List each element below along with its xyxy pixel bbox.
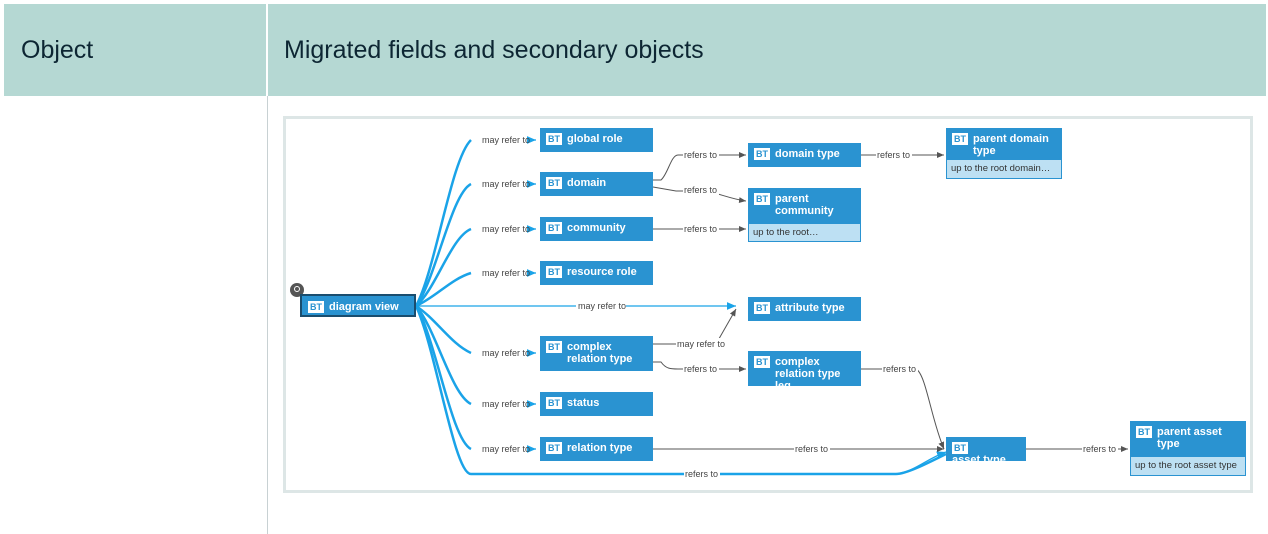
edge-label-parent-community: refers to	[684, 185, 717, 195]
node-label: attribute type	[775, 302, 845, 314]
edge-label-community: may refer to	[482, 224, 530, 234]
column-header-object: Object	[4, 4, 267, 96]
node-label: community	[567, 222, 626, 234]
bt-badge: BT	[546, 341, 562, 353]
edge-label-leg-asset-type: refers to	[883, 364, 916, 374]
node-diagram-view[interactable]: BT diagram view	[300, 294, 416, 317]
node-label: relation type	[567, 442, 633, 454]
edge-label-crt-attribute: may refer to	[677, 339, 725, 349]
node-attribute-type[interactable]: BT attribute type	[748, 297, 861, 321]
node-label: parent asset type	[1157, 426, 1222, 450]
bt-badge: BT	[546, 266, 562, 278]
node-label: parent domain type	[973, 133, 1049, 157]
node-global-role[interactable]: BT global role	[540, 128, 653, 152]
node-relation-type[interactable]: BT relation type	[540, 437, 653, 461]
node-subtext-parent-community: up to the root…	[748, 224, 861, 242]
node-label: global role	[567, 133, 623, 145]
diagram-edges: may refer to may refer to may refer to m…	[414, 134, 1128, 480]
bt-badge: BT	[754, 302, 770, 314]
node-label: asset type	[952, 454, 1006, 466]
edge-label-complex-relation-type: may refer to	[482, 348, 530, 358]
node-parent-domain-type[interactable]: BT parent domain type	[946, 128, 1062, 160]
node-subtext-parent-domain-type: up to the root domain…	[946, 160, 1062, 179]
bt-badge: BT	[546, 133, 562, 145]
node-complex-relation-type[interactable]: BT complex relation type	[540, 336, 653, 371]
node-domain[interactable]: BT domain	[540, 172, 653, 196]
edge-label-relation-type: may refer to	[482, 444, 530, 454]
bt-badge: BT	[952, 442, 968, 454]
node-asset-type[interactable]: BTasset type	[946, 437, 1026, 466]
edge-label-parent-asset-type: refers to	[1083, 444, 1116, 454]
node-domain-type[interactable]: BT domain type	[748, 143, 861, 167]
edge-label-relation-asset-type: refers to	[795, 444, 828, 454]
node-label: domain	[567, 177, 607, 189]
edge-label-view-asset-type: refers to	[685, 469, 718, 479]
node-label: complex relation type leg	[775, 356, 841, 392]
bt-badge: BT	[546, 442, 562, 454]
bt-badge: BT	[1136, 426, 1152, 438]
node-parent-community[interactable]: BT parent community	[748, 188, 861, 224]
object-cell	[4, 96, 268, 534]
migration-table: Object Migrated fields and secondary obj…	[4, 4, 1266, 534]
node-label: status	[567, 397, 600, 409]
edge-label-resource-role: may refer to	[482, 268, 530, 278]
edge-label-domain: may refer to	[482, 179, 530, 189]
bt-badge: BT	[546, 222, 562, 234]
edge-label-global-role: may refer to	[482, 135, 530, 145]
bt-badge: BT	[546, 177, 562, 189]
bt-badge: BT	[754, 148, 770, 160]
node-label: resource role	[567, 266, 637, 278]
node-label: diagram view	[329, 301, 399, 313]
edge-label-status: may refer to	[482, 399, 530, 409]
bt-badge: BT	[308, 301, 324, 313]
edge-label-crt-leg: refers to	[684, 364, 717, 374]
node-community[interactable]: BT community	[540, 217, 653, 241]
node-resource-role[interactable]: BT resource role	[540, 261, 653, 285]
relation-diagram: may refer to may refer to may refer to m…	[283, 116, 1253, 493]
bt-badge: BT	[754, 356, 770, 368]
node-label: complex relation type	[567, 341, 633, 365]
column-header-migrated: Migrated fields and secondary objects	[268, 4, 1266, 96]
node-label: parent community	[775, 193, 834, 217]
edge-label-domain-type: refers to	[684, 150, 717, 160]
node-status[interactable]: BT status	[540, 392, 653, 416]
bt-badge: BT	[546, 397, 562, 409]
bt-badge: BT	[952, 133, 968, 145]
bt-badge: BT	[754, 193, 770, 205]
node-subtext-parent-asset-type: up to the root asset type	[1130, 457, 1246, 476]
edge-label-parent-domain-type: refers to	[877, 150, 910, 160]
edge-label-community-parent: refers to	[684, 224, 717, 234]
node-complex-relation-type-leg[interactable]: BT complex relation type leg	[748, 351, 861, 392]
node-label: domain type	[775, 148, 840, 160]
location-pin-icon	[290, 283, 304, 297]
edge-label-attribute-type: may refer to	[578, 301, 626, 311]
node-parent-asset-type[interactable]: BT parent asset type	[1130, 421, 1246, 457]
